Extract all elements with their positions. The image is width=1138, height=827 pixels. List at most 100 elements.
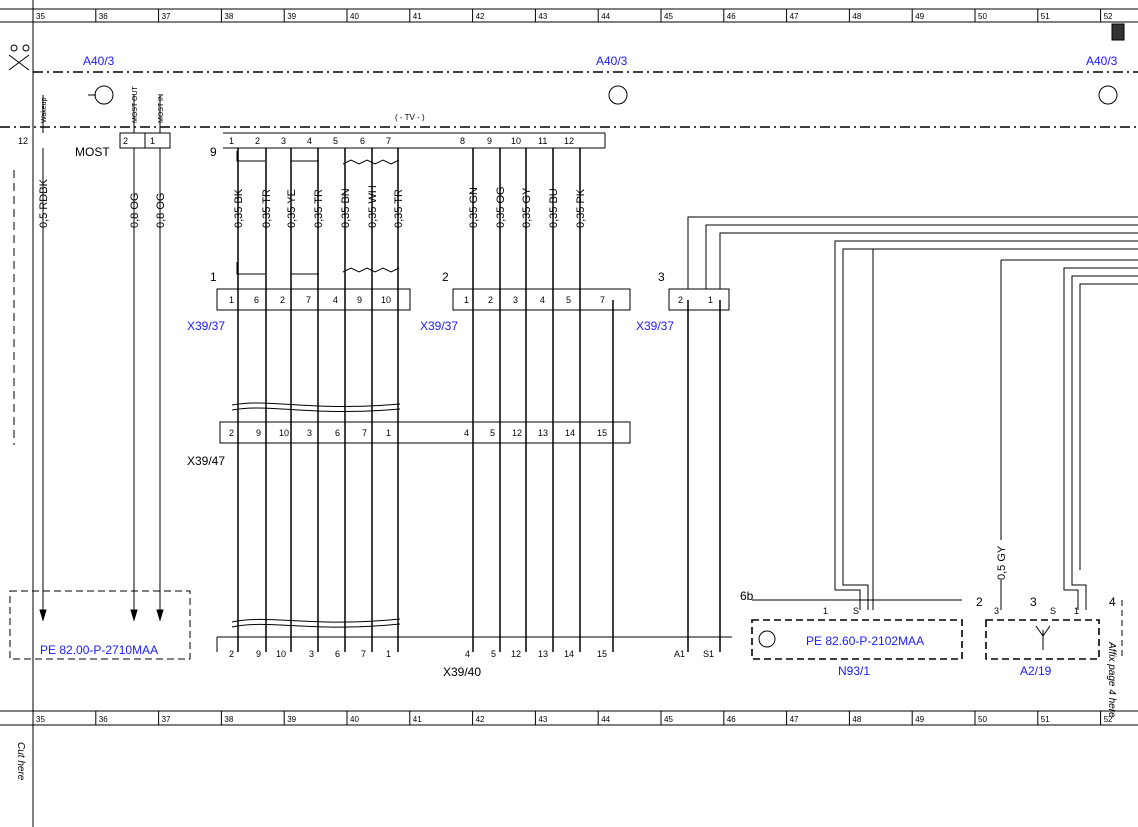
pin-number: 1 bbox=[150, 136, 155, 146]
column-number: 36 bbox=[99, 12, 108, 21]
group-9: 9 bbox=[210, 145, 217, 159]
group-3: 3 bbox=[658, 270, 665, 284]
pin-number: 15 bbox=[597, 649, 607, 659]
pin-number: 1 bbox=[386, 649, 391, 659]
column-number: 40 bbox=[350, 12, 359, 21]
connector-x39-37-1[interactable]: X39/37 bbox=[187, 319, 225, 333]
component-a40-3-mid[interactable]: A40/3 bbox=[596, 54, 628, 68]
column-number: 45 bbox=[664, 12, 673, 21]
wire-label: 0,35 TR bbox=[393, 189, 405, 228]
pin-number: 3 bbox=[307, 428, 312, 438]
connector-x39-47: X39/47 bbox=[187, 454, 225, 468]
wire-label: 0,35 WH bbox=[367, 185, 379, 228]
connector-x39-40: X39/40 bbox=[443, 665, 481, 679]
antenna-icon bbox=[1035, 625, 1051, 650]
column-number: 46 bbox=[727, 715, 736, 724]
pin-number: 9 bbox=[256, 649, 261, 659]
group-3b: 3 bbox=[1030, 595, 1037, 609]
pin-number: 1 bbox=[229, 295, 234, 305]
column-number: 43 bbox=[538, 12, 547, 21]
wire-label: 0,35 GY bbox=[521, 187, 533, 228]
column-number: 49 bbox=[915, 12, 924, 21]
column-number: 39 bbox=[287, 715, 296, 724]
pe-reference-left[interactable]: PE 82.00-P-2710MAA bbox=[40, 643, 158, 657]
component-a40-3-right[interactable]: A40/3 bbox=[1086, 54, 1118, 68]
most-in-label: MOST IN bbox=[158, 94, 165, 123]
column-number: 37 bbox=[162, 715, 171, 724]
component-a40-3-left[interactable]: A40/3 bbox=[83, 54, 115, 68]
pin-number: 6 bbox=[360, 136, 365, 146]
pin-number: 14 bbox=[564, 649, 574, 659]
pin-number: S bbox=[853, 606, 859, 616]
module-symbol-icon bbox=[88, 85, 114, 105]
column-number: 52 bbox=[1104, 715, 1113, 724]
module-symbol-icon bbox=[758, 630, 776, 648]
pin-number: 8 bbox=[460, 136, 465, 146]
column-number: 43 bbox=[538, 715, 547, 724]
wakeup-label: Wakeup bbox=[41, 97, 48, 123]
wire-label: 0,5 RDBK bbox=[38, 178, 50, 228]
pin-number: 2 bbox=[678, 295, 683, 305]
column-number: 47 bbox=[790, 715, 799, 724]
column-number: 38 bbox=[224, 12, 233, 21]
column-number: 41 bbox=[413, 715, 422, 724]
group-4: 4 bbox=[1109, 595, 1116, 609]
pin-number: 5 bbox=[490, 428, 495, 438]
connector-x39-37-2[interactable]: X39/37 bbox=[420, 319, 458, 333]
pin-number: 13 bbox=[538, 649, 548, 659]
pin-number: 5 bbox=[333, 136, 338, 146]
connector-x39-37-3[interactable]: X39/37 bbox=[636, 319, 674, 333]
pin-number: 7 bbox=[386, 136, 391, 146]
component-n93-1[interactable]: N93/1 bbox=[838, 664, 870, 678]
column-number: 41 bbox=[413, 12, 422, 21]
pin-number: S1 bbox=[703, 649, 714, 659]
group-2b: 2 bbox=[976, 595, 983, 609]
most-out-label: MOST OUT bbox=[132, 85, 139, 123]
pin-number: 3 bbox=[513, 295, 518, 305]
column-number: 51 bbox=[1041, 715, 1050, 724]
pin-number: 1 bbox=[823, 606, 828, 616]
column-number: 37 bbox=[162, 12, 171, 21]
pin-number: 1 bbox=[229, 136, 234, 146]
group-2: 2 bbox=[442, 270, 449, 284]
pin-number: 12 bbox=[511, 649, 521, 659]
wire-label: 0,35 BK bbox=[233, 188, 245, 228]
pin-number: 12 bbox=[18, 136, 28, 146]
pin-number: 4 bbox=[465, 649, 470, 659]
cut-here-text: Cut here bbox=[15, 742, 26, 781]
pin-number: 6 bbox=[254, 295, 259, 305]
column-number: 42 bbox=[476, 715, 485, 724]
pe-reference-right[interactable]: PE 82.60-P-2102MAA bbox=[806, 634, 924, 648]
pin-number: S bbox=[1050, 606, 1056, 616]
module-symbol-icon bbox=[1098, 85, 1118, 105]
column-number: 35 bbox=[36, 12, 45, 21]
pin-number: 7 bbox=[361, 649, 366, 659]
pin-number: 2 bbox=[280, 295, 285, 305]
pin-number: 12 bbox=[512, 428, 522, 438]
column-number: 44 bbox=[601, 715, 610, 724]
pin-number: 14 bbox=[565, 428, 575, 438]
wire-label: 0,35 BU bbox=[548, 188, 560, 228]
component-a2-19[interactable]: A2/19 bbox=[1020, 664, 1052, 678]
pin-number: 4 bbox=[540, 295, 545, 305]
affix-page-text: Affix page 4 here bbox=[1106, 641, 1117, 718]
column-number: 44 bbox=[601, 12, 610, 21]
module-symbol-icon bbox=[608, 85, 628, 105]
pin-number: 7 bbox=[600, 295, 605, 305]
column-number: 49 bbox=[915, 715, 924, 724]
column-number: 52 bbox=[1104, 12, 1113, 21]
pin-number: 2 bbox=[229, 428, 234, 438]
wire-label: 0,8 OG bbox=[155, 193, 167, 228]
wire-label: 0,35 TR bbox=[313, 189, 325, 228]
column-number: 51 bbox=[1041, 12, 1050, 21]
pin-number: 2 bbox=[229, 649, 234, 659]
pin-number: 2 bbox=[123, 136, 128, 146]
pin-number: 10 bbox=[381, 295, 391, 305]
pin-number: 4 bbox=[333, 295, 338, 305]
pin-number: 7 bbox=[362, 428, 367, 438]
wire-label: 0,35 BN bbox=[340, 188, 352, 228]
pin-number: 5 bbox=[566, 295, 571, 305]
pin-number: 1 bbox=[708, 295, 713, 305]
pin-number: 12 bbox=[564, 136, 574, 146]
